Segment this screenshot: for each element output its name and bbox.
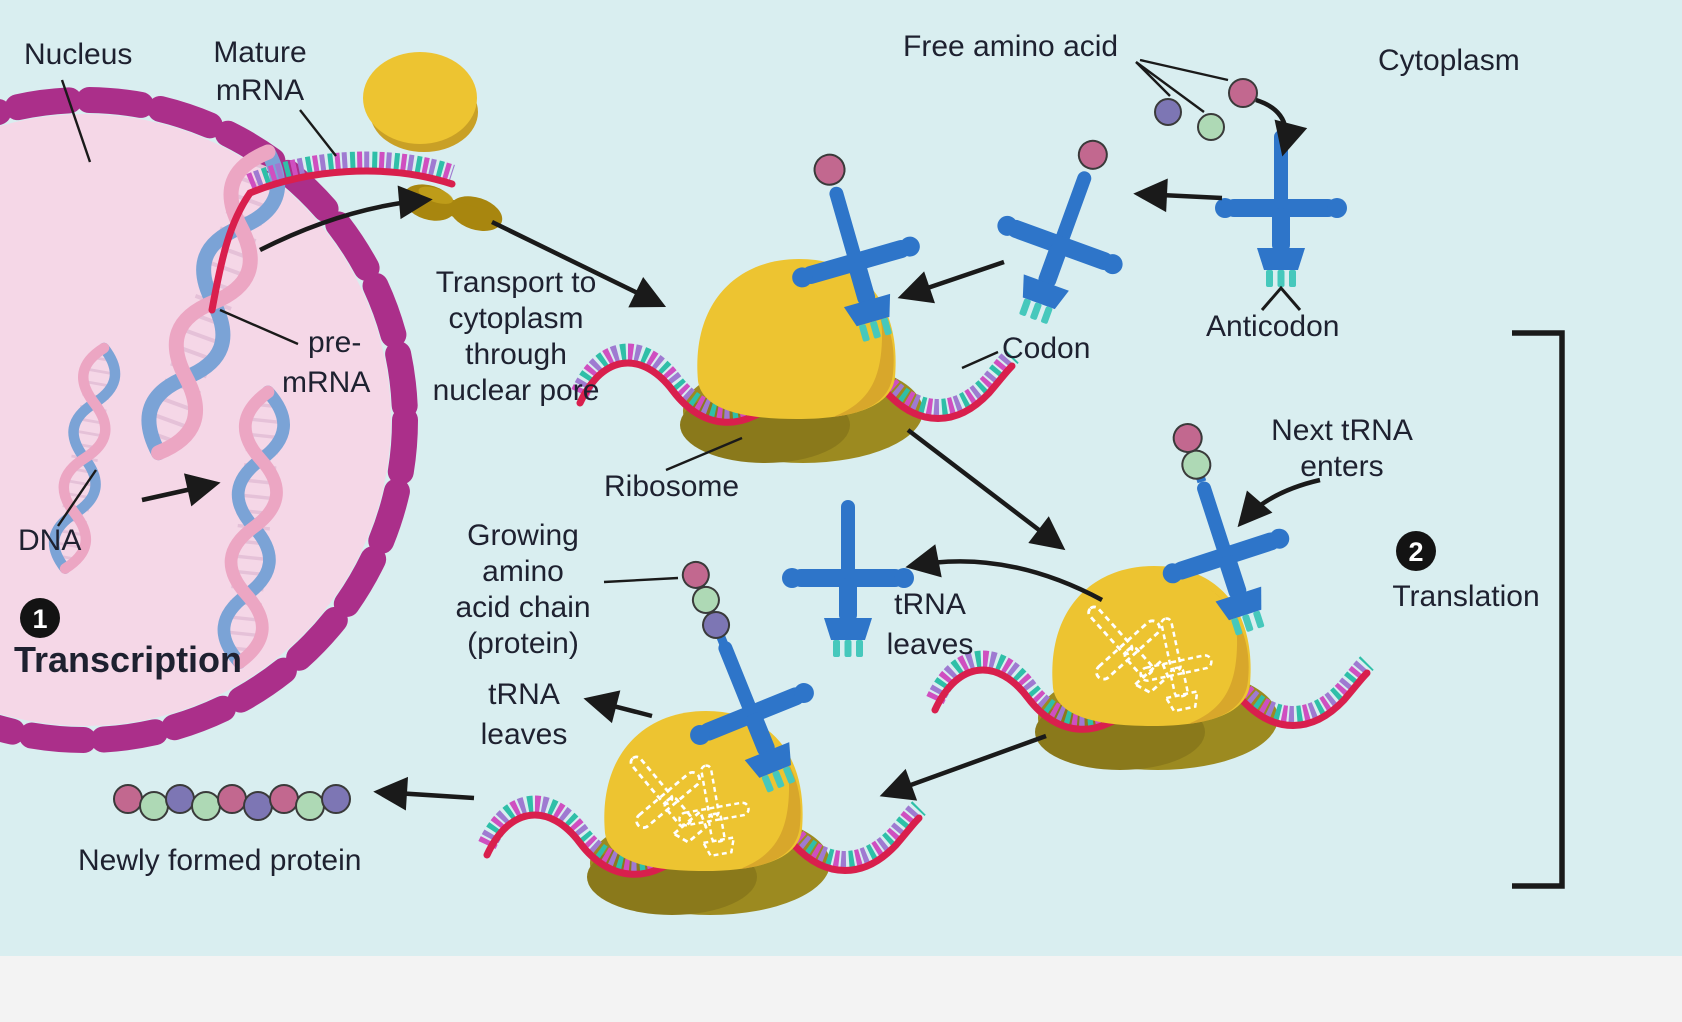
pointer-growing-chain	[603, 576, 679, 584]
free-ribosome-subunit	[363, 52, 478, 152]
arrow-anticodon-trna-left	[1133, 178, 1223, 213]
translation-bracket	[1512, 330, 1565, 889]
pointer-nucleus	[60, 79, 92, 163]
arrow-next-trna-enters	[1237, 477, 1321, 528]
label-dna: DNA	[18, 524, 81, 557]
label-transport-2: cytoplasm	[448, 302, 583, 335]
label-trna-leaves-left-1: tRNA	[488, 678, 560, 711]
arrow-amino-acid-to-trna	[1255, 97, 1308, 157]
arrow-to-protein	[373, 776, 475, 811]
amino-acid-pink	[813, 153, 846, 186]
chain-amino-acid-green	[691, 585, 720, 614]
arrow-pore-to-ribosome	[491, 219, 667, 308]
arrow-dna	[141, 473, 221, 507]
label-transport-1: Transport to	[436, 266, 597, 299]
step-2-badge	[1396, 531, 1436, 571]
label-growing-3: acid chain	[455, 591, 590, 624]
label-anticodon: Anticodon	[1206, 310, 1339, 343]
chain-amino-acid-pink	[681, 560, 710, 589]
pointer-mature-mrna	[299, 109, 337, 157]
trna-approaching	[970, 139, 1149, 342]
bottom-strip	[0, 956, 1682, 1022]
label-trna-leaves-right-1: tRNA	[894, 588, 966, 621]
label-next-trna-1: Next tRNA	[1271, 414, 1413, 447]
free-amino-acid-purple	[1154, 98, 1182, 126]
free-amino-acid-green	[1197, 113, 1225, 141]
arrow-ribosome-1-to-2	[906, 428, 1066, 551]
label-trna-leaves-right-2: leaves	[887, 628, 974, 661]
label-transport-3: through	[465, 338, 567, 371]
label-free-amino-acid: Free amino acid	[903, 30, 1118, 63]
pointer-dna	[57, 469, 97, 527]
amino-acid-pink	[1172, 423, 1203, 454]
pointer-free-amino-3	[1139, 58, 1229, 82]
label-mature-mrna-1: Mature	[213, 36, 306, 69]
step-1-number: 1	[32, 604, 47, 634]
pointer-pre-mrna	[219, 308, 299, 346]
label-growing-2: amino	[482, 555, 564, 588]
label-next-trna-2: enters	[1300, 450, 1383, 483]
label-transport-4: nuclear pore	[433, 374, 600, 407]
label-codon: Codon	[1002, 332, 1090, 365]
trna-on-ribosome-1	[771, 153, 942, 357]
label-growing-4: (protein)	[467, 627, 579, 660]
arrow-trna-leaves-right	[905, 544, 1104, 602]
pointer-free-amino-2	[1135, 61, 1205, 113]
pre-mrna-backbone	[208, 167, 456, 314]
label-pre-mrna-2: mRNA	[282, 366, 370, 399]
amino-acid-pink	[1077, 139, 1108, 170]
label-translation: Translation	[1392, 580, 1539, 613]
pointer-free-amino-1	[1135, 61, 1171, 97]
label-ribosome: Ribosome	[604, 470, 739, 503]
arrow-ribosome-2-to-3	[879, 733, 1047, 801]
trna-with-growing-chain	[661, 560, 843, 812]
nuclear-envelope	[0, 87, 418, 753]
step-1-badge	[20, 598, 60, 638]
label-nucleus: Nucleus	[24, 38, 132, 71]
label-pre-mrna-1: pre-	[308, 326, 361, 359]
trna-entering-ribosome-2	[1139, 423, 1314, 652]
label-transcription: Transcription	[14, 639, 242, 680]
step-2-number: 2	[1408, 537, 1423, 567]
mature-mrna-strand	[208, 151, 456, 314]
free-amino-acid-pink	[1228, 78, 1258, 108]
label-trna-leaves-left-2: leaves	[481, 718, 568, 751]
arrow-trna-to-ribosome-1	[897, 259, 1005, 304]
label-mature-mrna-2: mRNA	[216, 74, 304, 107]
pointer-ribosome	[665, 436, 743, 472]
arrow-trna-leaves-left	[583, 690, 653, 724]
pointer-codon	[961, 350, 999, 370]
label-cytoplasm: Cytoplasm	[1378, 44, 1520, 77]
label-newly-formed-protein: Newly formed protein	[78, 844, 361, 877]
chain-amino-acid-purple	[702, 610, 731, 639]
arrow-mrna-to-pore	[258, 185, 433, 253]
anticodon-chevron	[1260, 285, 1302, 311]
newly-formed-protein-chain	[113, 784, 351, 821]
label-growing-1: Growing	[467, 519, 579, 552]
